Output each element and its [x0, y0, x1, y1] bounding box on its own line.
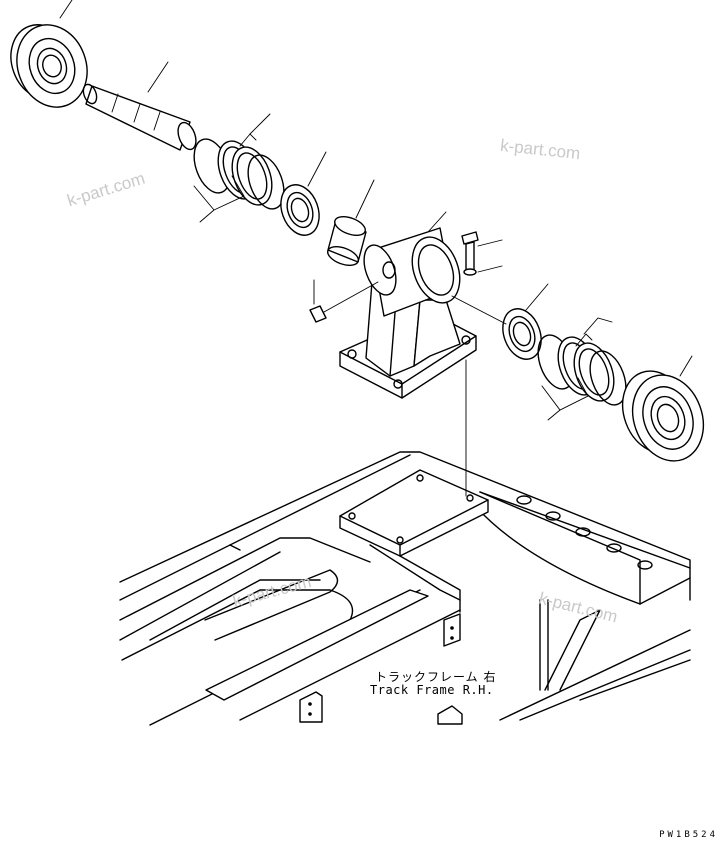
- support-bracket: [339, 211, 477, 399]
- floating-seal-left: [193, 113, 285, 223]
- track-frame-label-jp: トラックフレーム 右: [375, 670, 497, 684]
- plug: [309, 279, 379, 323]
- outer-wheel-left: [10, 0, 88, 108]
- bearing-left: [280, 151, 327, 236]
- washer: [463, 265, 503, 276]
- track-frame-label-en: Track Frame R.H.: [370, 683, 494, 697]
- shaft: [82, 61, 197, 151]
- outer-wheel-right: [621, 355, 705, 462]
- track-frame: [119, 359, 691, 726]
- bearing-right: [451, 283, 549, 360]
- bushing: [327, 179, 375, 266]
- figure-code: PW1B524: [659, 830, 718, 840]
- floating-seal-right: [537, 317, 627, 421]
